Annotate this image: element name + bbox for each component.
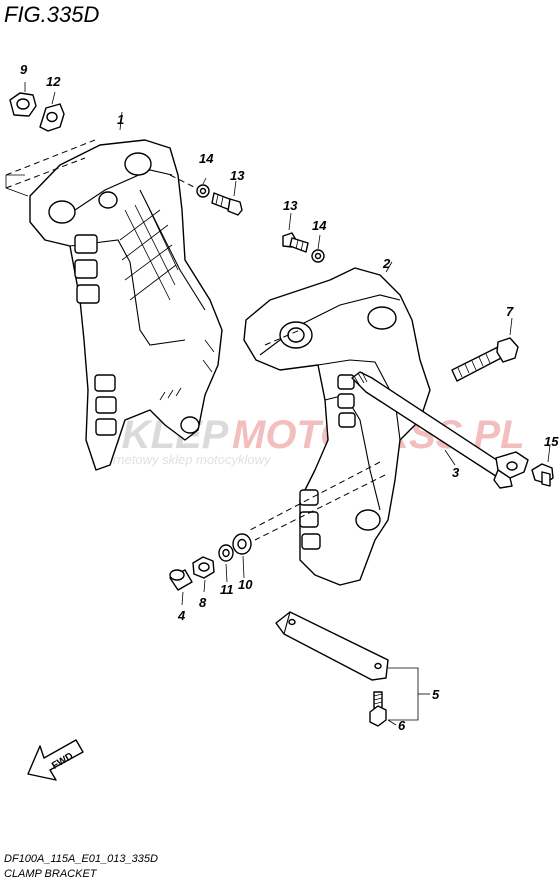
callout-13-upper: 13 [230,168,245,183]
callout-5: 5 [432,687,440,702]
figure-code: DF100A_115A_E01_013_335D [4,853,158,865]
callout-14-upper: 14 [199,151,214,166]
part-plate-5 [275,611,389,681]
callouts: 9 12 1 14 13 13 14 2 7 3 15 4 8 11 10 5 … [20,62,559,733]
part-stern-bracket-2 [243,261,431,586]
callout-4: 4 [177,608,186,623]
part-washer-11 [218,544,234,583]
part-washer-14-lower [311,234,325,263]
part-bolt-13-upper [211,180,243,216]
part-shaft-3 [351,371,529,489]
callout-10: 10 [238,577,253,592]
callout-2: 2 [382,256,391,271]
callout-8: 8 [199,595,207,610]
callout-12: 12 [46,74,61,89]
watermark-tagline: internetowy sklep motocyklowy [92,452,272,467]
part-bolt-7 [451,317,519,382]
part-bushing-4 [169,569,193,606]
callout-3: 3 [452,465,460,480]
figure-title: FIG.335D [4,2,99,27]
callout-6: 6 [398,718,406,733]
part-washer-14-upper [196,177,210,198]
callout-1: 1 [117,112,124,127]
callout-11: 11 [220,582,234,597]
part-bolt-6 [369,691,387,727]
part-washer-10 [232,533,252,579]
part-bolt-13-lower [282,212,309,253]
callout-7: 7 [506,304,514,319]
callout-9: 9 [20,62,28,77]
callout-14-lower: 14 [312,218,327,233]
figure-name: CLAMP BRACKET [4,868,98,880]
part-stern-bracket-1 [29,111,223,471]
part-nut-9 [9,82,37,117]
callout-15: 15 [544,434,559,449]
part-plate-12 [39,91,65,132]
part-bolt-15 [531,444,554,487]
fwd-arrow-icon: FWD [27,739,84,781]
part-nut-8 [192,556,215,593]
callout-13-lower: 13 [283,198,298,213]
